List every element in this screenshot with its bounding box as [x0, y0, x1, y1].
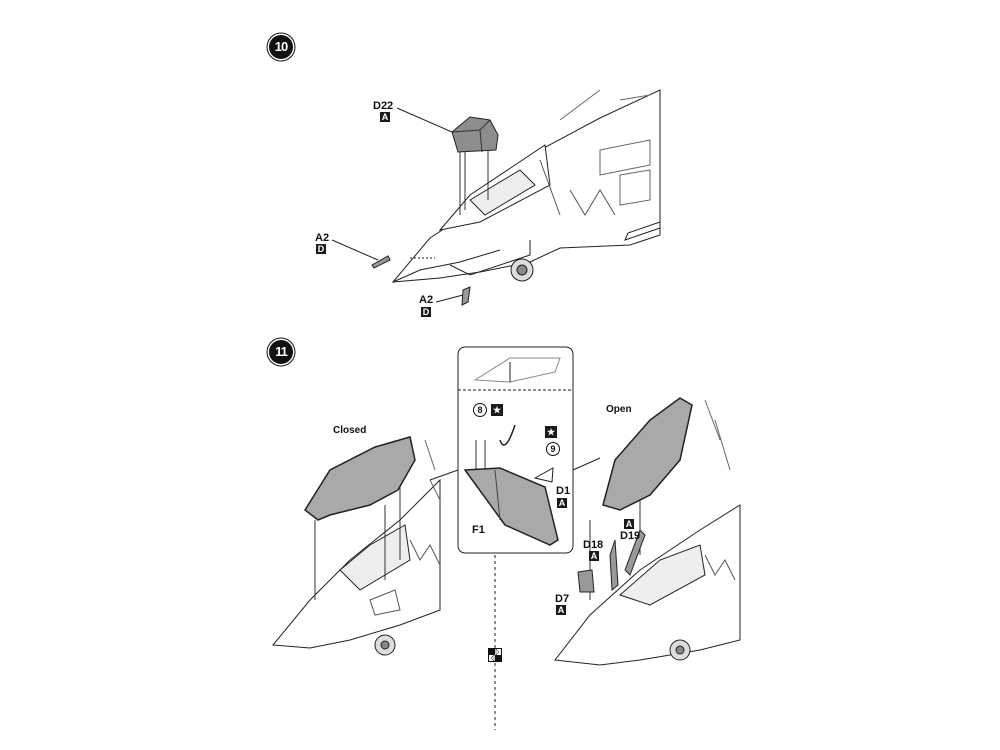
- star-icon: ★: [545, 426, 557, 438]
- sprue-label-a: A: [589, 551, 599, 561]
- sprue-label-d: D: [316, 244, 326, 254]
- canopy-closed: [304, 436, 416, 521]
- part-a2-drawings: [331, 239, 471, 306]
- decal-number-8: 8: [473, 403, 487, 417]
- part-label-f1: F1: [472, 524, 485, 536]
- part-label-d19: D19: [620, 530, 641, 542]
- part-label-a2: A2: [315, 232, 330, 244]
- part-label-d18: D18: [583, 539, 604, 551]
- sprue-label-a: A: [556, 605, 566, 615]
- part-label-d1: D1: [556, 485, 571, 497]
- part-label-d22: D22: [373, 100, 394, 112]
- canopy-open: [602, 397, 693, 511]
- step-number-10: 10: [269, 35, 293, 59]
- open-label: Open: [606, 404, 632, 415]
- star-icon: ★: [491, 404, 503, 416]
- sprue-label-d: D: [421, 307, 431, 317]
- closed-label: Closed: [333, 425, 367, 436]
- alternative-build-icon: [488, 648, 502, 662]
- sprue-label-a: A: [380, 112, 390, 122]
- part-label-d7: D7: [555, 593, 570, 605]
- jet-step10-illustration: [391, 89, 661, 283]
- part-d22-drawing: [396, 107, 499, 215]
- decal-number-9: 9: [546, 442, 560, 456]
- sprue-label-a: A: [624, 519, 634, 529]
- canopy-detail-inset: [429, 346, 601, 554]
- sprue-label-a: A: [557, 498, 567, 508]
- jet-closed-illustration: [272, 439, 441, 656]
- part-label-a2: A2: [419, 294, 434, 306]
- step-number-11: 11: [269, 340, 293, 364]
- jet-open-illustration: [554, 399, 741, 666]
